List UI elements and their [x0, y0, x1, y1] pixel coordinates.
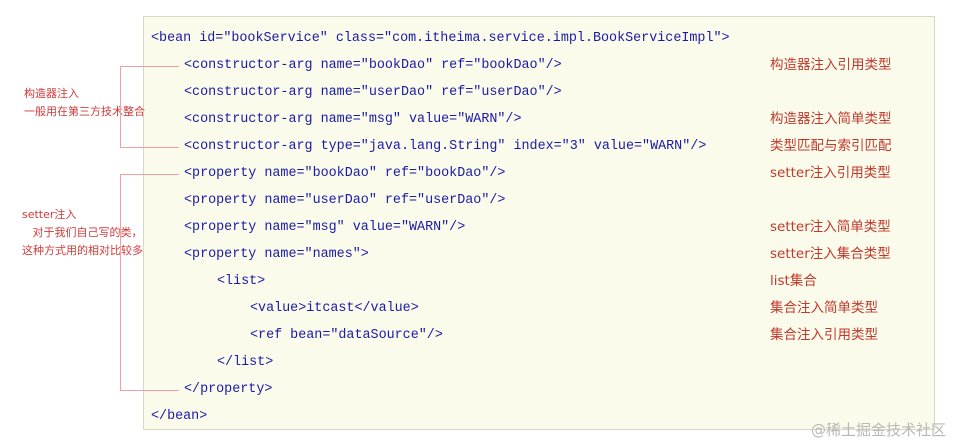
watermark: @稀土掘金技术社区 [810, 421, 946, 439]
annotation-note: setter注入简单类型 [770, 219, 891, 235]
code-line: <value>itcast</value> [250, 301, 419, 316]
constructor-bracket [120, 66, 179, 148]
code-line: <property name="msg" value="WARN"/> [184, 220, 466, 235]
constructor-injection-note: 构造器注入 一般用在第三方技术整合 [24, 87, 145, 118]
setter-bracket [120, 174, 179, 391]
code-line: <property name="bookDao" ref="bookDao"/> [184, 166, 506, 181]
annotation-note: list集合 [770, 273, 817, 289]
code-line: </list> [217, 355, 274, 370]
code-line: <bean id="bookService" class="com.itheim… [151, 31, 730, 46]
code-line: <property name="userDao" ref="userDao"/> [184, 193, 506, 208]
annotation-note: 类型匹配与索引匹配 [770, 138, 892, 154]
annotation-note: setter注入集合类型 [770, 246, 891, 262]
code-line: </property> [184, 382, 273, 397]
annotation-note: 集合注入引用类型 [770, 327, 878, 343]
code-line: <constructor-arg name="bookDao" ref="boo… [184, 58, 562, 73]
code-panel: <bean id="bookService" class="com.itheim… [143, 16, 935, 430]
annotation-note: setter注入引用类型 [770, 165, 891, 181]
annotation-note: 集合注入简单类型 [770, 300, 878, 316]
setter-injection-note: setter注入 对于我们自己写的类， 这种方式用的相对比较多 [22, 208, 143, 257]
annotation-note: 构造器注入简单类型 [770, 111, 892, 127]
code-line: <constructor-arg type="java.lang.String"… [184, 139, 707, 154]
annotation-note: 构造器注入引用类型 [770, 57, 892, 73]
code-line: <list> [217, 274, 266, 289]
code-line: <property name="names"> [184, 247, 369, 262]
code-line: <constructor-arg name="msg" value="WARN"… [184, 112, 522, 127]
code-line: <ref bean="dataSource"/> [250, 328, 443, 343]
code-line: <constructor-arg name="userDao" ref="use… [184, 85, 562, 100]
code-line: </bean> [151, 409, 208, 424]
